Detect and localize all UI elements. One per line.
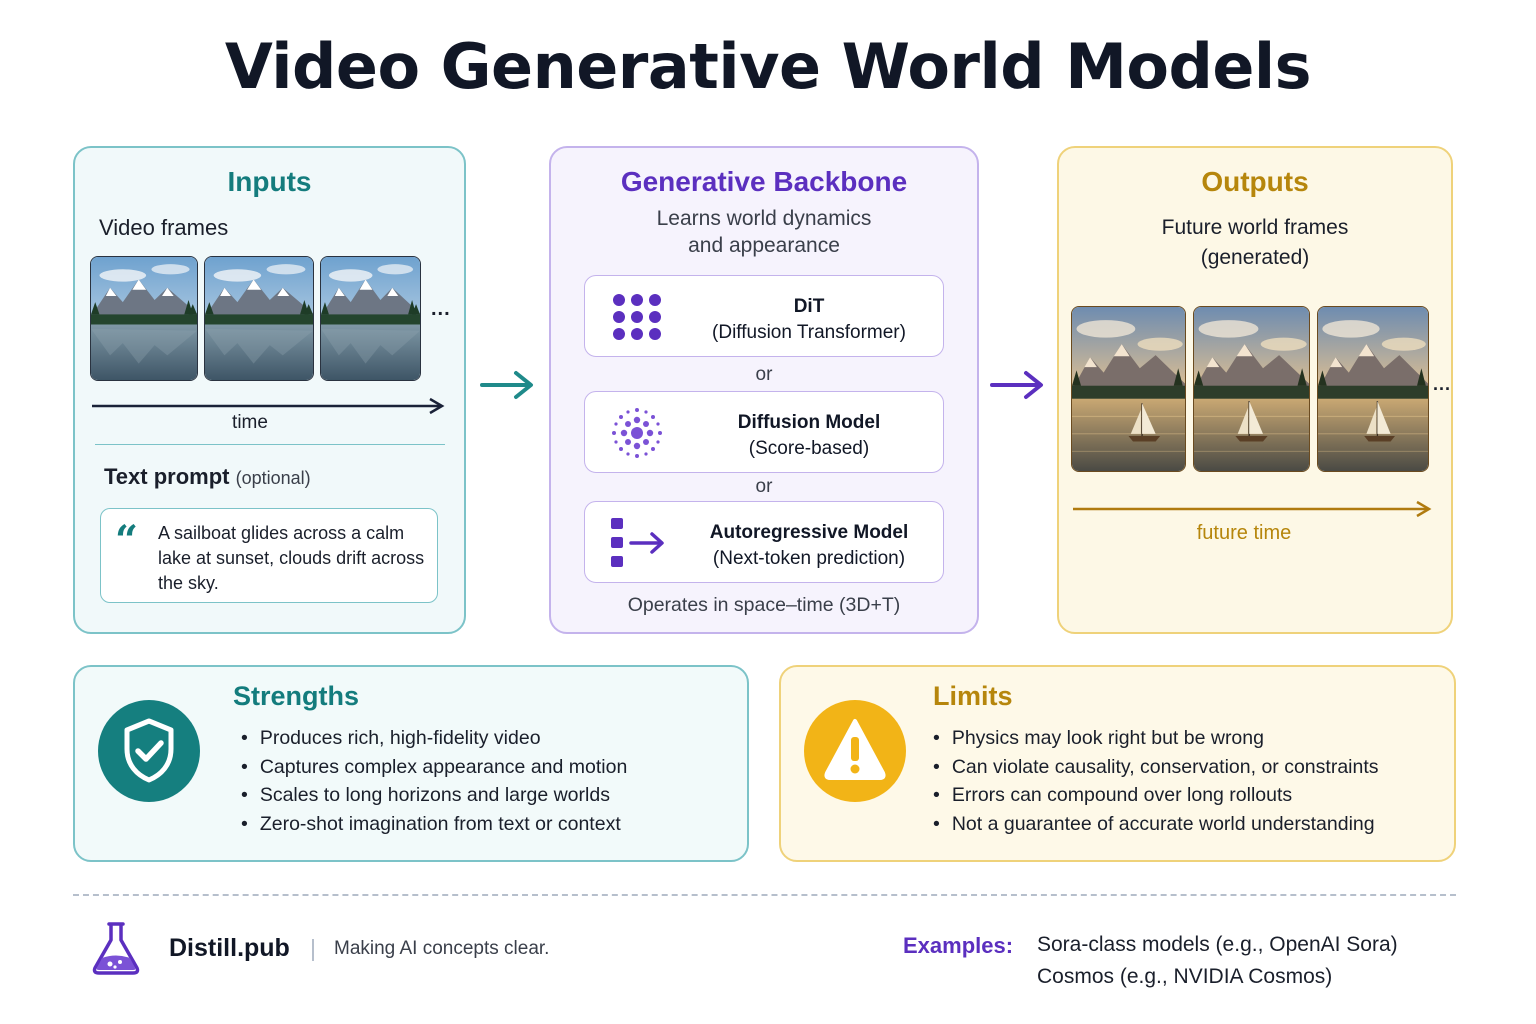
or-label-1: or — [755, 364, 773, 385]
inputs-panel: Inputs Video frames ... time Text prompt… — [73, 146, 466, 634]
strengths-title: Strengths — [233, 681, 360, 711]
brand-name: Distill.pub — [169, 934, 290, 962]
video-frames-label: Video frames — [99, 215, 229, 240]
outputs-panel: Outputs Future world frames (generated) — [1057, 146, 1453, 634]
outputs-subtitle-line1: Future world frames — [1161, 216, 1349, 239]
shield-check-icon — [98, 700, 200, 802]
input-frame-3 — [320, 256, 421, 381]
page-title: Video Generative World Models — [224, 30, 1312, 103]
time-arrow — [92, 397, 445, 415]
time-label: time — [232, 412, 268, 433]
text-prompt-heading: Text prompt — [104, 464, 230, 489]
option-autoregressive-name: Autoregressive Model — [709, 522, 909, 543]
output-frame-3 — [1317, 306, 1429, 472]
warning-icon — [804, 700, 906, 802]
option-autoregressive-detail: (Next-token prediction) — [712, 548, 906, 569]
future-time-label: future time — [1196, 522, 1292, 544]
output-frames-ellipsis: ... — [1433, 374, 1452, 394]
list-item: Errors can compound over long rollouts — [933, 781, 1379, 810]
option-diffusion: Diffusion Model (Score-based) — [584, 391, 944, 473]
limits-panel: Limits Physics may look right but be wro… — [779, 665, 1456, 862]
backbone-footer: Operates in space–time (3D+T) — [627, 594, 901, 616]
outputs-title: Outputs — [1201, 166, 1309, 197]
arrow-right-icon — [480, 371, 533, 399]
grid-dots-icon — [613, 294, 661, 340]
radial-dots-icon — [612, 408, 662, 458]
inputs-title: Inputs — [227, 166, 312, 197]
option-dit-text: DiT (Diffusion Transformer) — [685, 294, 933, 346]
output-frame-2 — [1193, 306, 1310, 472]
prompt-box: “ A sailboat glides across a calm lake a… — [100, 508, 438, 603]
inputs-divider — [95, 444, 445, 445]
backbone-panel: Generative Backbone Learns world dynamic… — [549, 146, 979, 634]
example-item: Sora-class models (e.g., OpenAI Sora) — [1037, 933, 1398, 956]
list-item: Not a guarantee of accurate world unders… — [933, 810, 1379, 839]
backbone-subtitle-line1: Learns world dynamics — [656, 207, 872, 230]
brand-tagline: Making AI concepts clear. — [334, 938, 550, 959]
backbone-subtitle: Learns world dynamics and appearance — [551, 205, 977, 259]
footer-divider — [73, 894, 1456, 896]
footer-separator — [312, 939, 314, 961]
token-arrow-icon — [611, 518, 664, 567]
or-label-2: or — [755, 476, 773, 497]
input-frame-1 — [90, 256, 198, 381]
option-autoregressive: Autoregressive Model (Next-token predict… — [584, 501, 944, 583]
text-prompt-label: Text prompt (optional) — [104, 464, 311, 490]
input-frame-2 — [204, 256, 314, 381]
option-dit-detail: (Diffusion Transformer) — [712, 322, 906, 343]
option-diffusion-text: Diffusion Model (Score-based) — [685, 410, 933, 462]
optional-label: (optional) — [235, 468, 311, 488]
backbone-subtitle-line2: and appearance — [688, 234, 840, 257]
input-frames-ellipsis: ... — [431, 298, 451, 320]
arrow-right-icon — [990, 371, 1043, 399]
future-time-arrow — [1073, 500, 1432, 518]
outputs-subtitle: Future world frames (generated) — [1059, 213, 1451, 273]
list-item: Zero-shot imagination from text or conte… — [241, 810, 627, 839]
list-item: Produces rich, high-fidelity video — [241, 724, 627, 753]
option-autoregressive-text: Autoregressive Model (Next-token predict… — [685, 520, 933, 572]
option-diffusion-detail: (Score-based) — [748, 438, 870, 459]
output-frame-1 — [1071, 306, 1186, 472]
quote-icon: “ — [115, 517, 139, 564]
prompt-text: A sailboat glides across a calm lake at … — [158, 523, 425, 593]
backbone-title: Generative Backbone — [620, 166, 908, 197]
option-dit: DiT (Diffusion Transformer) — [584, 275, 944, 357]
strengths-panel: Strengths Produces rich, high-fidelity v… — [73, 665, 749, 862]
list-item: Can violate causality, conservation, or … — [933, 753, 1379, 782]
limits-title: Limits — [933, 681, 1013, 711]
examples-label: Examples: — [903, 933, 1014, 958]
option-diffusion-name: Diffusion Model — [737, 412, 881, 433]
flask-logo-icon — [92, 922, 140, 975]
list-item: Scales to long horizons and large worlds — [241, 781, 627, 810]
outputs-subtitle-line2: (generated) — [1200, 246, 1310, 269]
limits-list: Physics may look right but be wrong Can … — [933, 724, 1379, 838]
list-item: Captures complex appearance and motion — [241, 753, 627, 782]
list-item: Physics may look right but be wrong — [933, 724, 1379, 753]
option-dit-name: DiT — [793, 296, 825, 317]
example-item: Cosmos (e.g., NVIDIA Cosmos) — [1037, 965, 1333, 988]
strengths-list: Produces rich, high-fidelity video Captu… — [241, 724, 627, 838]
